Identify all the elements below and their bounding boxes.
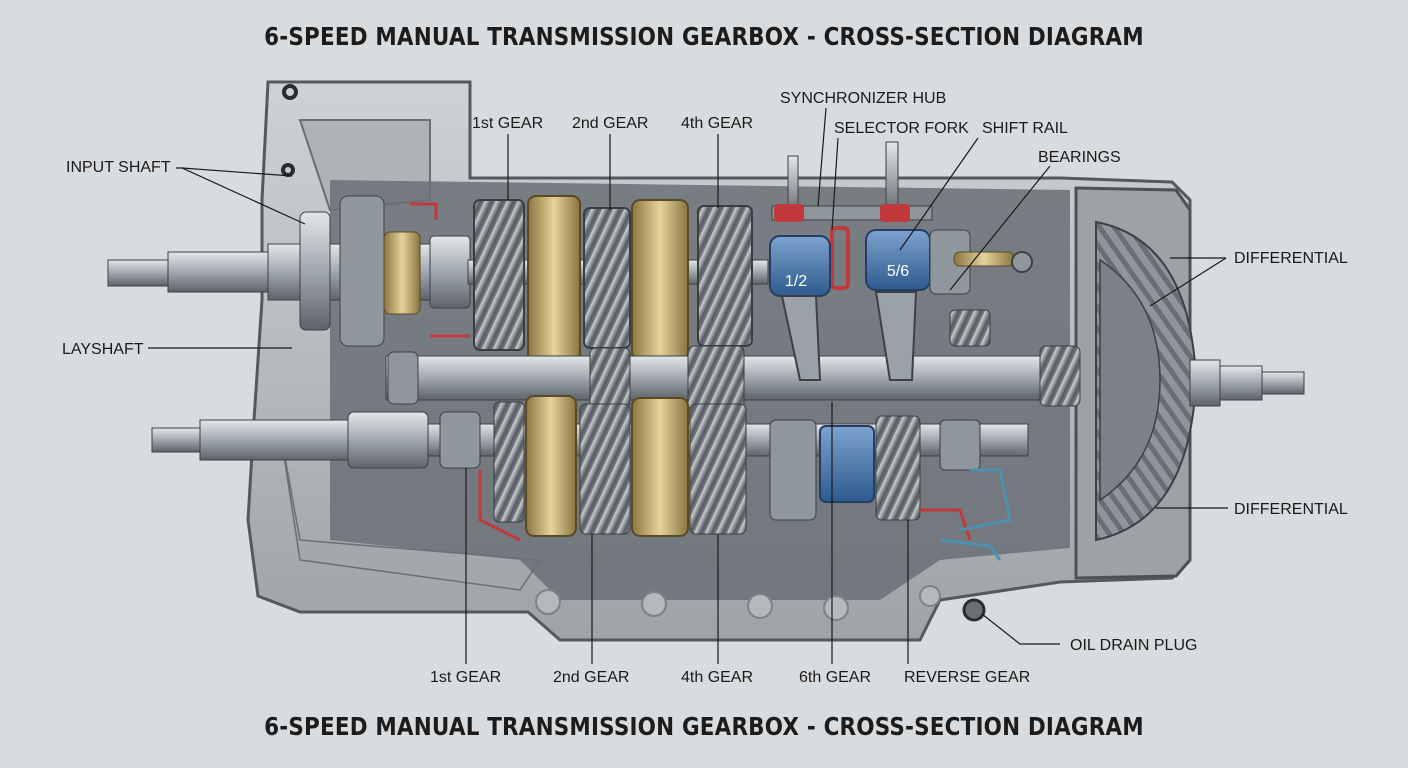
label-bearings: BEARINGS xyxy=(1038,149,1121,166)
label-4th-gear-bottom: 4th GEAR xyxy=(681,669,753,686)
label-6th-gear-bottom: 6th GEAR xyxy=(799,669,871,686)
leader-lines xyxy=(148,107,1228,664)
diagram-title-bottom: 6-SPEED MANUAL TRANSMISSION GEARBOX - CR… xyxy=(264,712,1144,741)
callout-labels: INPUT SHAFT LAYSHAFT 1st GEAR 2nd GEAR 4… xyxy=(62,90,1348,686)
label-4th-gear-top: 4th GEAR xyxy=(681,115,753,132)
label-2nd-gear-bottom: 2nd GEAR xyxy=(553,669,629,686)
label-1st-gear-bottom: 1st GEAR xyxy=(430,669,501,686)
label-layshaft: LAYSHAFT xyxy=(62,341,144,358)
oil-drain-plug xyxy=(962,598,986,622)
label-oil-drain-plug: OIL DRAIN PLUG xyxy=(1070,637,1197,654)
label-differential-bottom: DIFFERENTIAL xyxy=(1234,501,1348,518)
label-shift-rail: SHIFT RAIL xyxy=(982,120,1068,137)
oil-passages xyxy=(410,202,1012,561)
lower-gear-cluster xyxy=(493,395,981,537)
shift-mechanism: 1/2 5/6 xyxy=(769,141,1033,381)
upper-gear-cluster xyxy=(473,195,753,363)
hub-label-1-2: 1/2 xyxy=(785,273,807,290)
hub-label-5-6: 5/6 xyxy=(887,263,909,280)
label-differential-top: DIFFERENTIAL xyxy=(1234,250,1348,267)
label-synchronizer-hub: SYNCHRONIZER HUB xyxy=(780,90,946,107)
diagram-title-top: 6-SPEED MANUAL TRANSMISSION GEARBOX - CR… xyxy=(264,22,1144,51)
layshaft xyxy=(385,345,1081,411)
label-1st-gear-top: 1st GEAR xyxy=(472,115,543,132)
label-input-shaft: INPUT SHAFT xyxy=(66,159,171,176)
differential-assembly xyxy=(1074,186,1305,580)
label-reverse-gear: REVERSE GEAR xyxy=(904,669,1030,686)
label-selector-fork: SELECTOR FORK xyxy=(834,120,969,137)
label-2nd-gear-top: 2nd GEAR xyxy=(572,115,648,132)
